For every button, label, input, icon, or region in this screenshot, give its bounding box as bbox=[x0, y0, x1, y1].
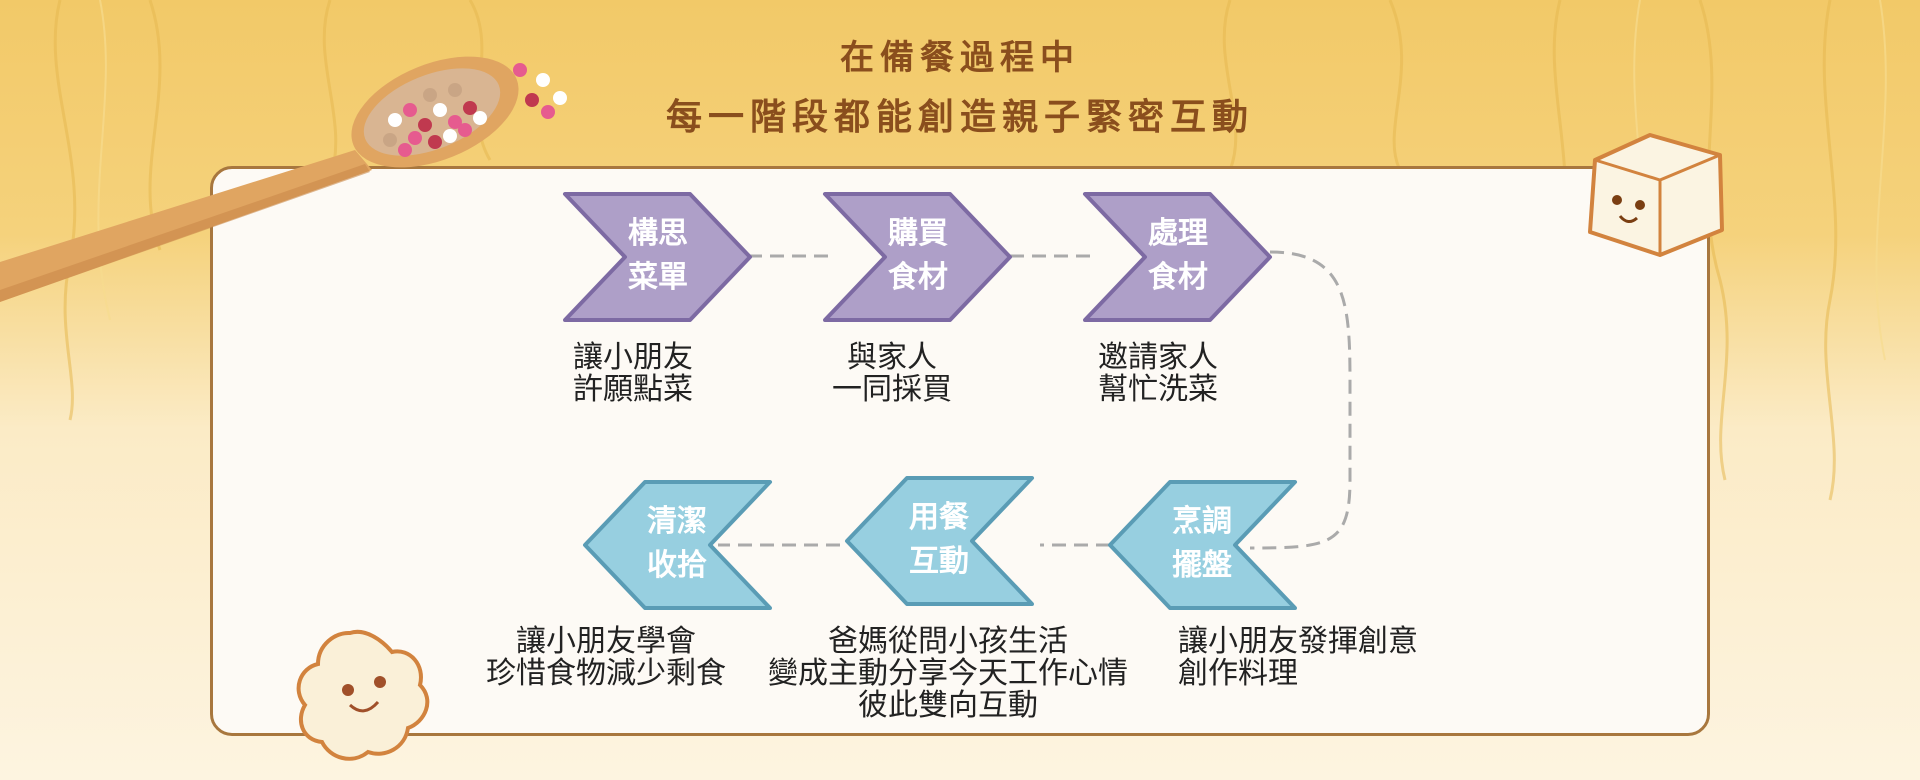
step-3-desc-line2: 幫忙洗菜 bbox=[1098, 372, 1218, 407]
beans bbox=[383, 63, 567, 157]
step-3-description: 邀請家人 幫忙洗菜 bbox=[1098, 342, 1218, 406]
step-4-chevron: 烹調 擺盤 bbox=[1108, 480, 1297, 610]
step-3-title-line1: 處理 bbox=[1148, 216, 1208, 251]
step-5-title-line2: 互動 bbox=[909, 544, 969, 579]
step-1-desc-line1: 讓小朋友 bbox=[573, 340, 693, 375]
step-2-title-line2: 食材 bbox=[888, 260, 948, 295]
step-1-chevron: 構思 菜單 bbox=[563, 192, 752, 322]
step-5-title-line1: 用餐 bbox=[909, 500, 970, 535]
step-5-chevron: 用餐 互動 bbox=[845, 476, 1034, 606]
step-4-title-line2: 擺盤 bbox=[1172, 548, 1232, 583]
fried-ball-mascot bbox=[296, 629, 430, 761]
step-6-description: 讓小朋友學會 珍惜食物減少剩食 bbox=[486, 626, 726, 690]
step-6-title-line2: 收拾 bbox=[647, 548, 707, 583]
step-2-desc-line2: 一同採買 bbox=[832, 372, 952, 407]
step-1-description: 讓小朋友 許願點菜 bbox=[573, 342, 693, 406]
step-4-title-line1: 烹調 bbox=[1172, 504, 1232, 539]
step-2-title-line1: 購買 bbox=[888, 216, 948, 251]
step-4-desc-line1: 讓小朋友發揮創意 bbox=[1178, 624, 1418, 659]
step-1-desc-line2: 許願點菜 bbox=[573, 372, 693, 407]
page-title-line1: 在備餐過程中 bbox=[840, 38, 1080, 78]
step-6-desc-line1: 讓小朋友學會 bbox=[516, 624, 696, 659]
step-4-desc-line2: 創作料理 bbox=[1178, 656, 1298, 691]
step-5-desc-line3: 彼此雙向互動 bbox=[858, 688, 1038, 723]
step-3-chevron: 處理 食材 bbox=[1083, 192, 1272, 322]
step-3-title-line2: 食材 bbox=[1148, 260, 1208, 295]
spoon-illustration bbox=[0, 56, 567, 302]
connector-3-4 bbox=[1249, 250, 1352, 550]
step-5-desc-line1: 爸媽從問小孩生活 bbox=[828, 624, 1068, 659]
step-6-title-line1: 清潔 bbox=[647, 504, 707, 539]
step-6-chevron: 清潔 收拾 bbox=[583, 480, 772, 610]
step-2-desc-line1: 與家人 bbox=[847, 340, 937, 375]
step-1-title-line2: 菜單 bbox=[628, 260, 688, 295]
page-title-line2: 每一階段都能創造親子緊密互動 bbox=[665, 97, 1254, 138]
flow-connectors bbox=[718, 250, 1352, 550]
step-5-description: 爸媽從問小孩生活 變成主動分享今天工作心情 彼此雙向互動 bbox=[768, 626, 1128, 722]
step-5-desc-line2: 變成主動分享今天工作心情 bbox=[768, 656, 1128, 691]
step-2-chevron: 購買 食材 bbox=[823, 192, 1012, 322]
tofu-mascot bbox=[1588, 133, 1724, 257]
step-6-desc-line2: 珍惜食物減少剩食 bbox=[486, 656, 726, 691]
step-2-description: 與家人 一同採買 bbox=[832, 342, 952, 406]
step-1-title-line1: 構思 bbox=[628, 216, 688, 251]
step-4-description: 讓小朋友發揮創意 創作料理 bbox=[1178, 626, 1438, 690]
step-3-desc-line1: 邀請家人 bbox=[1098, 340, 1218, 375]
